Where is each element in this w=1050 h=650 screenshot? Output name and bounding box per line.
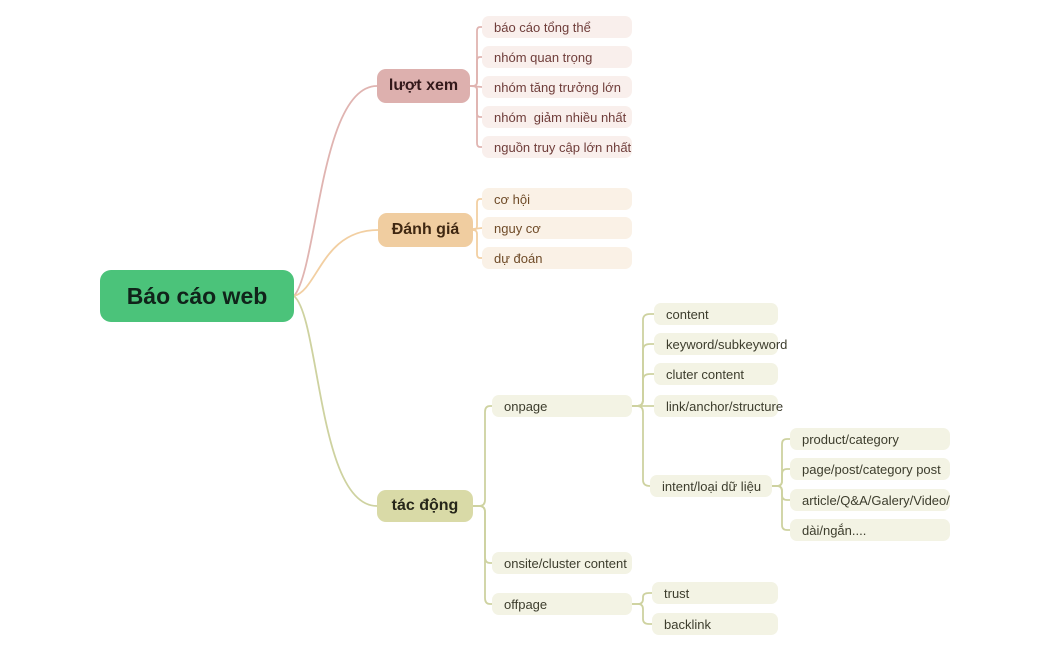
connector-danhgia-3 [472,229,483,259]
leaf-article-qa-galery-video[interactable]: article/Q&A/Galery/Video/ [790,489,950,511]
connector-offpage-backlink [631,603,653,625]
leaf-onpage[interactable]: onpage [492,395,632,417]
connector-danhgia-1 [472,198,483,231]
leaf-cluter-content[interactable]: cluter content [654,363,778,385]
root-node[interactable]: Báo cáo web [100,270,294,322]
leaf-bao-cao-tong-the[interactable]: báo cáo tổng thể [482,16,632,38]
leaf-du-doan[interactable]: dự đoán [482,247,632,269]
connector-root-danh-gia [293,229,379,297]
leaf-backlink[interactable]: backlink [652,613,778,635]
branch-danh-gia[interactable]: Đánh giá [378,213,473,247]
connector-onpage-intent [631,405,655,487]
connector-luotxem-2 [469,56,483,87]
branch-luot-xem[interactable]: lượt xem [377,69,470,103]
connector-luotxem-1 [469,26,483,87]
connector-offpage-trust [631,592,653,605]
connector-tacdong-offpage [472,505,493,605]
leaf-offpage[interactable]: offpage [492,593,632,615]
leaf-page-post-category-post[interactable]: page/post/category post [790,458,950,480]
leaf-co-hoi[interactable]: cơ hội [482,188,632,210]
leaf-nhom-giam-nhieu-nhat[interactable]: nhóm giảm nhiều nhất [482,106,632,128]
connector-root-luot-xem [293,85,378,297]
leaf-onsite-cluster-content[interactable]: onsite/cluster content [492,552,632,574]
leaf-product-category[interactable]: product/category [790,428,950,450]
connector-onpage-content [631,313,655,407]
leaf-nguon-truy-cap-lon-nhat[interactable]: nguồn truy cập lớn nhất [482,136,632,158]
connector-intent-dai [771,485,791,531]
leaf-dai-ngan[interactable]: dài/ngắn.... [790,519,950,541]
connector-luotxem-5 [469,85,483,148]
leaf-intent-loai-du-lieu[interactable]: intent/loại dữ liệu [650,475,772,497]
leaf-nhom-tang-truong-lon[interactable]: nhóm tăng trưởng lớn [482,76,632,98]
leaf-keyword-subkeyword[interactable]: keyword/subkeyword [654,333,787,355]
connector-onpage-cluter [631,373,655,407]
connector-onpage-keyword [631,343,655,407]
connector-intent-product [771,438,791,487]
leaf-nguy-co[interactable]: nguy cơ [482,217,632,239]
leaf-nhom-quan-trong[interactable]: nhóm quan trọng [482,46,632,68]
leaf-trust[interactable]: trust [652,582,778,604]
connector-intent-page [771,468,791,487]
connector-luotxem-4 [469,85,483,118]
leaf-content[interactable]: content [654,303,778,325]
connector-tacdong-onsite [472,505,493,564]
connector-luotxem-3 [469,85,483,88]
branch-tac-dong[interactable]: tác động [377,490,473,522]
connector-tacdong-onpage [472,405,493,507]
connector-intent-article [771,485,791,501]
connector-danhgia-2 [472,227,483,230]
connector-root-tac-dong [293,295,378,507]
leaf-link-anchor-structure[interactable]: link/anchor/structure [654,395,783,417]
